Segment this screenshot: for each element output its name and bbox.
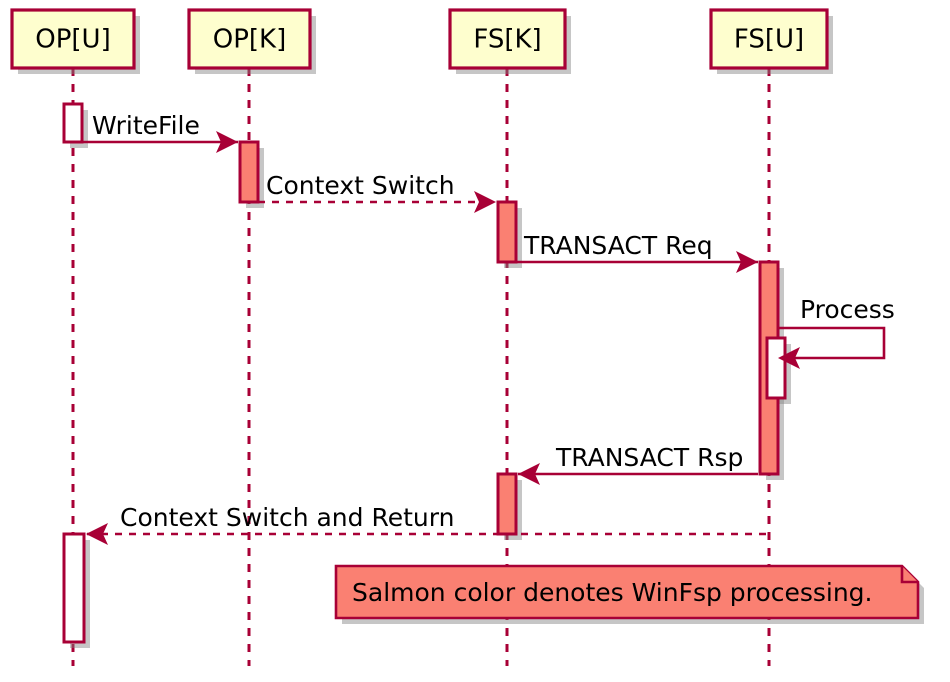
msg-transact-rsp-arrowhead [518,463,540,485]
participant-box-fs_u [709,8,829,70]
msg-transact-req[interactable]: TRANSACT Req [516,231,758,273]
participant-box-op_k [187,8,312,70]
msg-context-switch-arrowhead [474,191,496,213]
msg-process-line [778,326,886,360]
msg-transact-req-arrowhead [736,251,758,273]
activations-layer [62,102,787,644]
participant-label-op_u: OP[U] [35,25,110,55]
note-salmon-legend-body [334,564,920,620]
msg-writefile-arrowhead [216,131,238,153]
note-salmon-legend-fold-icon [900,566,918,584]
participant-label-op_k: OP[K] [213,25,286,55]
participant-fs_u[interactable]: FS[U] [709,8,829,70]
act-fs-u-self [765,336,787,400]
act-op-k-1 [238,140,260,204]
msg-context-switch-return[interactable]: Context Switch and Return [86,503,766,545]
msg-transact-rsp-label: TRANSACT Rsp [555,443,743,472]
act-op-u-1 [62,102,84,144]
participant-box-fs_k [448,8,567,70]
msg-transact-req-label: TRANSACT Req [523,231,713,260]
act-fs-k-1 [496,200,518,264]
notes-layer: Salmon color denotes WinFsp processing. [334,564,920,620]
msg-transact-rsp[interactable]: TRANSACT Rsp [518,443,758,485]
act-op-u-2 [62,532,86,644]
note-salmon-legend-text: Salmon color denotes WinFsp processing. [352,578,872,607]
msg-writefile[interactable]: WriteFile [82,111,238,153]
act-fs-k-2 [496,472,518,536]
msg-context-switch[interactable]: Context Switch [258,171,496,213]
msg-context-switch-return-label: Context Switch and Return [120,503,454,532]
msg-process-arrowhead [778,347,800,369]
participant-op_u[interactable]: OP[U] [10,8,136,70]
msg-context-switch-return-arrowhead [86,523,108,545]
msg-context-switch-label: Context Switch [266,171,455,200]
msg-process[interactable]: Process [778,295,895,369]
msg-process-label: Process [800,295,895,324]
participant-op_k[interactable]: OP[K] [187,8,312,70]
participant-label-fs_u: FS[U] [734,25,804,55]
participant-label-fs_k: FS[K] [473,25,541,55]
msg-writefile-label: WriteFile [92,111,200,140]
participant-fs_k[interactable]: FS[K] [448,8,567,70]
note-salmon-legend: Salmon color denotes WinFsp processing. [334,564,920,620]
participant-box-op_u [10,8,136,70]
participants-layer: OP[U] OP[K] FS[K] FS[U] [10,8,829,70]
